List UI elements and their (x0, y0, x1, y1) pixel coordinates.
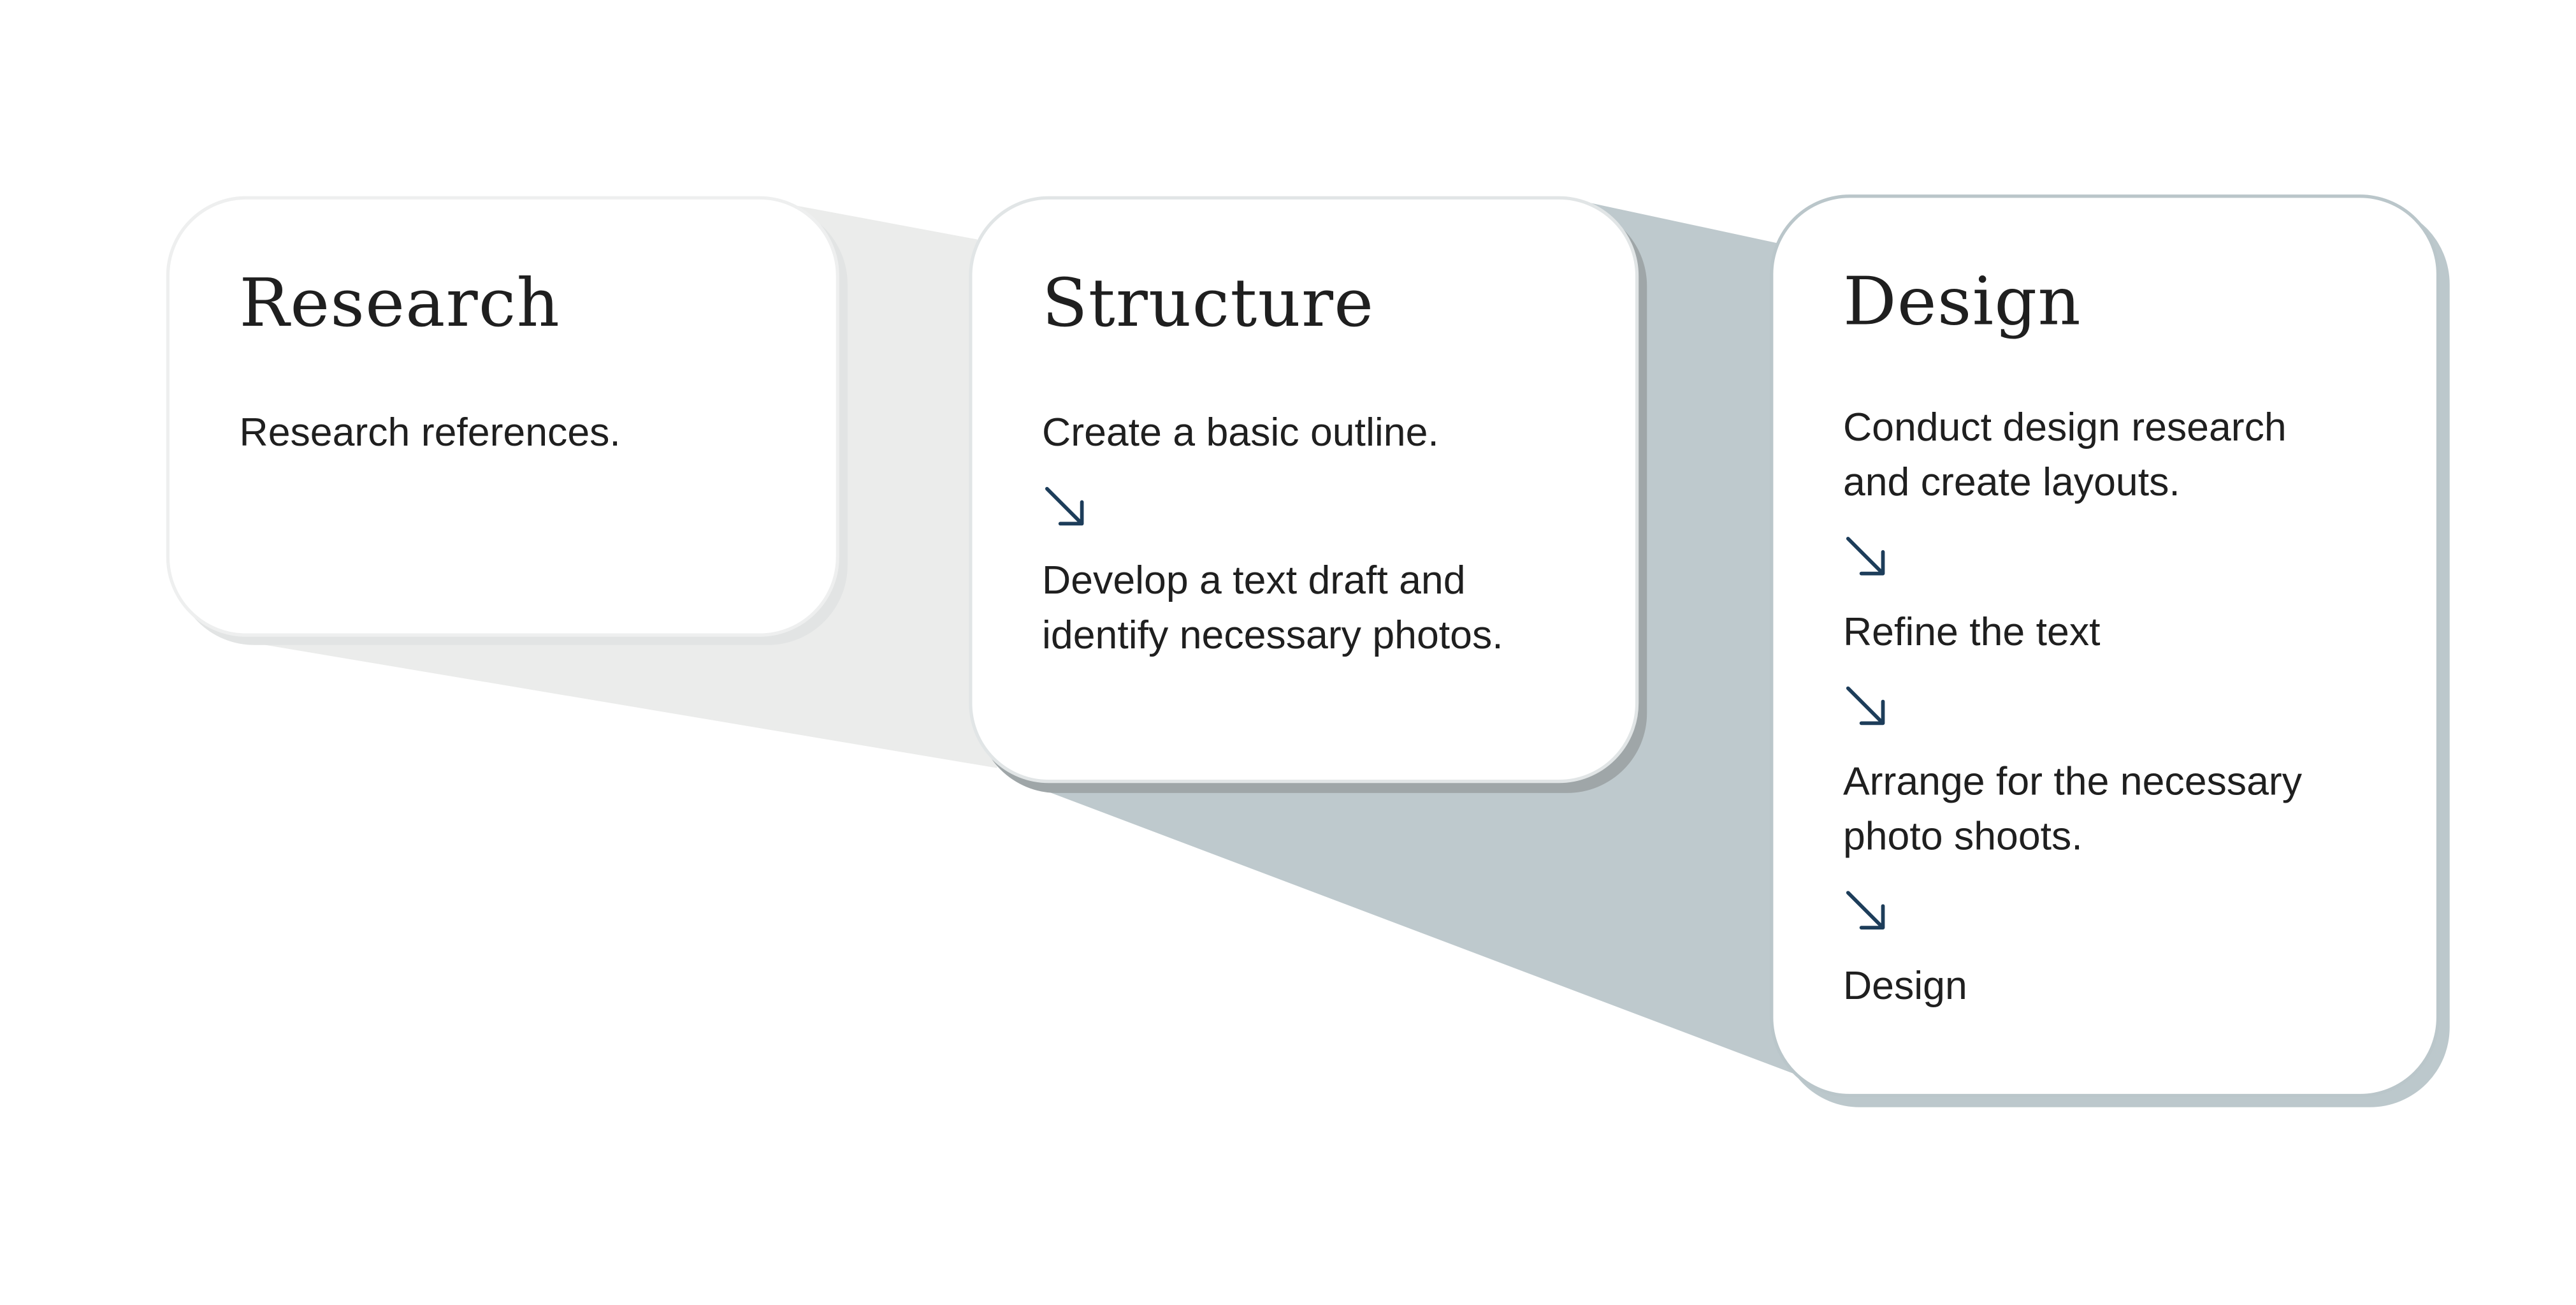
stage-steps: Conduct design research and create layou… (1843, 400, 2408, 1014)
stage-card-structure: Structure Create a basic outline. Develo… (969, 196, 1639, 784)
step-text: Refine the text (1842, 610, 2101, 655)
arrow-down-right-icon (1045, 486, 1084, 526)
stage-title: Structure (1042, 266, 1375, 343)
stage-card-design: Design Conduct design research and creat… (1770, 194, 2440, 1098)
stage-steps: Research references. (240, 405, 805, 460)
step-text: Develop a text draft and identify necess… (1042, 558, 1503, 659)
stage-steps: Create a basic outline. Develop a text d… (1042, 405, 1607, 663)
step-text: Conduct design research and create layou… (1842, 405, 2287, 506)
step-text: Arrange for the necessary photo shoots. (1842, 759, 2303, 860)
stage-card-research: Research Research references. (166, 196, 839, 637)
stage-title: Research (239, 266, 561, 343)
step-text: Design (1842, 964, 1967, 1009)
stage-title: Design (1842, 264, 2081, 341)
arrow-down-right-icon (1846, 686, 1885, 725)
arrow-down-right-icon (1846, 891, 1885, 930)
step-text: Research references. (239, 411, 621, 456)
arrow-down-right-icon (1846, 537, 1885, 576)
step-text: Create a basic outline. (1042, 411, 1439, 456)
